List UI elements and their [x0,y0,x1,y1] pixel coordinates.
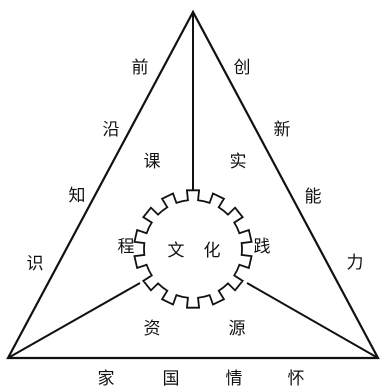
right-edge-char-4: 力 [347,253,364,273]
spoke-bottom-right [246,282,379,359]
left-edge-char-2: 沿 [103,120,120,140]
right-edge-char-3: 能 [305,187,322,207]
right-edge-char-1: 创 [234,58,251,78]
bottom-edge-char-2: 国 [163,369,180,389]
left-edge-char-3: 知 [69,186,86,206]
outer-triangle [6,9,380,360]
left-inner-char-2: 程 [118,237,135,257]
center-char-2: 化 [204,241,221,261]
right-inner-char-1: 实 [230,152,247,172]
bottom-inner-char-2: 源 [229,319,246,339]
spoke-bottom-left [7,282,141,359]
left-inner-char-1: 课 [144,152,161,172]
bottom-edge-char-4: 怀 [288,369,305,389]
left-edge-char-4: 识 [27,254,44,274]
bottom-edge-char-3: 情 [226,369,243,389]
gear-icon [133,189,253,309]
bottom-edge-char-1: 家 [98,369,115,389]
left-edge-char-1: 前 [132,58,149,78]
bottom-inner-char-1: 资 [144,319,161,339]
right-inner-char-2: 践 [254,237,271,257]
right-edge-char-2: 新 [274,120,291,140]
center-char-1: 文 [168,241,185,261]
